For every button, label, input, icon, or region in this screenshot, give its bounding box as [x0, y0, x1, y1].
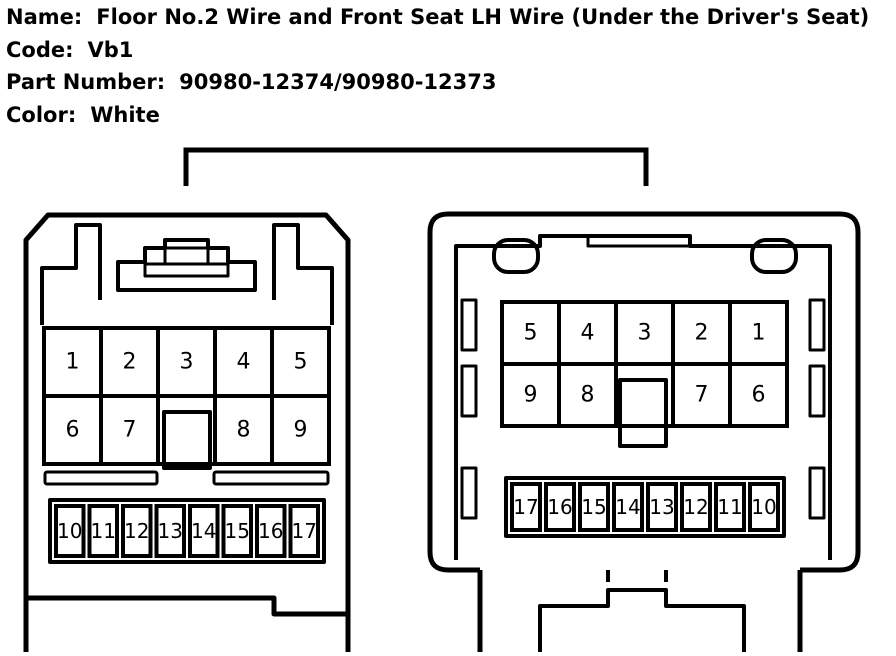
right-pin-12-label: 12	[683, 495, 708, 519]
right-pin-6-cell	[728, 362, 789, 428]
left-connector-housing	[23, 212, 351, 652]
name-label: Name:	[6, 5, 83, 29]
left-pin-12-cell	[121, 504, 153, 558]
right-pin-5-label: 5	[524, 321, 538, 346]
name-value: Floor No.2 Wire and Front Seat LH Wire (…	[96, 5, 870, 29]
left-pin-12-label: 12	[124, 519, 149, 543]
left-center-slot-cell	[156, 394, 217, 466]
right-pin-3-label: 3	[638, 321, 652, 346]
right-pin-11-cell	[714, 482, 746, 532]
right-pin-16-cell	[544, 482, 576, 532]
right-pin-13-label: 13	[649, 495, 674, 519]
left-pin-8-label: 8	[237, 418, 251, 443]
color-value: White	[90, 103, 160, 127]
left-pin-5-label: 5	[294, 350, 308, 375]
left-pin-3-label: 3	[180, 350, 194, 375]
left-pin-7-label: 7	[123, 418, 137, 443]
left-pin-15-cell	[221, 504, 253, 558]
right-pin-17-cell	[510, 482, 542, 532]
left-pin-10-cell	[54, 504, 86, 558]
right-pin-10-cell	[748, 482, 780, 532]
right-pin-2-label: 2	[695, 321, 709, 346]
right-pin-12-cell	[680, 482, 712, 532]
left-pin-16-label: 16	[258, 519, 283, 543]
right-connector-cells	[500, 300, 789, 532]
left-pin-11-cell	[87, 504, 119, 558]
left-pin-15-label: 15	[225, 519, 250, 543]
right-pin-8-label: 8	[581, 383, 595, 408]
right-pin-1-label: 1	[752, 321, 766, 346]
left-pin-4-label: 4	[237, 350, 251, 375]
code-value: Vb1	[87, 38, 134, 62]
right-pin-16-label: 16	[547, 495, 572, 519]
right-pin-14-label: 14	[615, 495, 640, 519]
right-pin-15-label: 15	[581, 495, 606, 519]
connector-code-line: Code: Vb1	[6, 37, 133, 63]
left-pin-6-label: 6	[66, 418, 80, 443]
color-label: Color:	[6, 103, 77, 127]
right-pin-7-label: 7	[695, 383, 709, 408]
left-pin-17-label: 17	[292, 519, 317, 543]
left-pin-17-cell	[288, 504, 320, 558]
right-pin-6-label: 6	[752, 383, 766, 408]
mating-bracket	[183, 147, 649, 186]
left-pin-13-label: 13	[158, 519, 183, 543]
left-pin-13-cell	[154, 504, 186, 558]
right-pin-14-cell	[612, 482, 644, 532]
left-pin-9-cell	[270, 394, 331, 466]
left-pin-2-label: 2	[123, 350, 137, 375]
color-line: Color: White	[6, 102, 160, 128]
code-label: Code:	[6, 38, 74, 62]
right-pin-13-cell	[646, 482, 678, 532]
part-number-label: Part Number:	[6, 70, 166, 94]
part-number-value: 90980-12374/90980-12373	[179, 70, 497, 94]
left-pin-16-cell	[255, 504, 287, 558]
left-pin-1-label: 1	[66, 350, 80, 375]
part-number-line: Part Number: 90980-12374/90980-12373	[6, 69, 496, 95]
right-pin-10-label: 10	[751, 495, 776, 519]
right-connector-housing	[427, 211, 861, 652]
right-pin-17-label: 17	[513, 495, 538, 519]
right-pin-11-label: 11	[717, 495, 742, 519]
left-pin-10-label: 10	[57, 519, 82, 543]
right-pin-15-cell	[578, 482, 610, 532]
right-pin-4-label: 4	[581, 321, 595, 346]
connector-name-line: Name: Floor No.2 Wire and Front Seat LH W…	[6, 4, 869, 30]
left-pin-9-label: 9	[294, 418, 308, 443]
left-pin-14-label: 14	[191, 519, 216, 543]
left-connector-cells	[42, 326, 331, 558]
left-pin-11-label: 11	[91, 519, 116, 543]
left-pin-14-cell	[188, 504, 220, 558]
right-connector-pins: 5 4 3 2 1 9 8 7 6 17 16 15 14 13 12 11 10	[513, 321, 776, 520]
right-pin-9-label: 9	[524, 383, 538, 408]
